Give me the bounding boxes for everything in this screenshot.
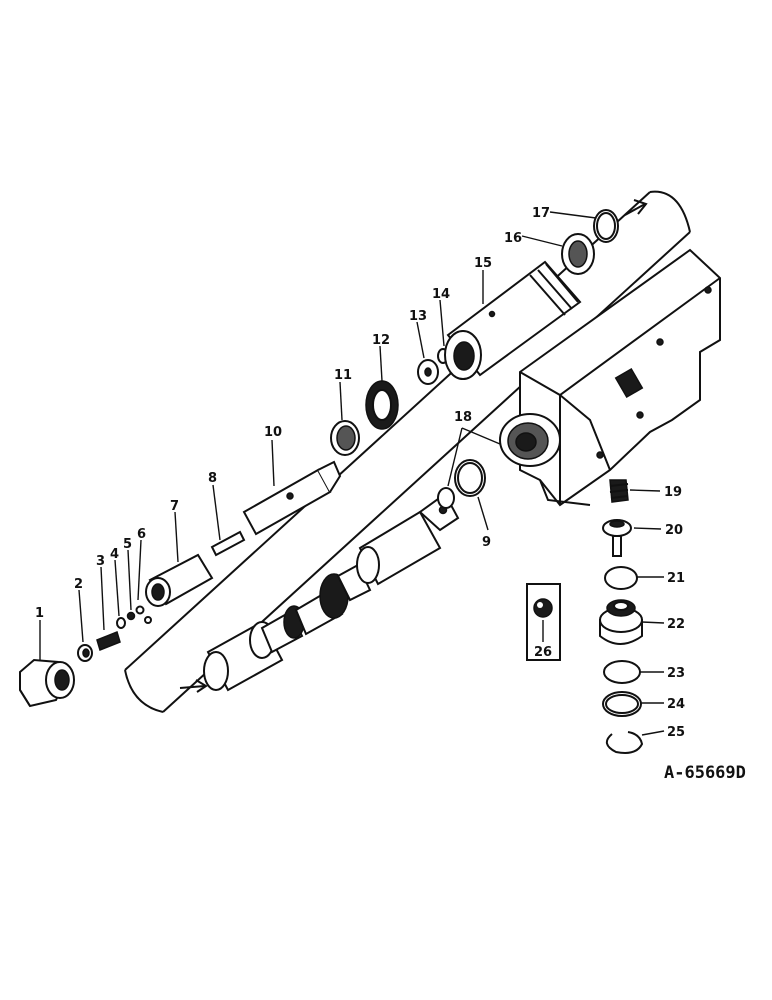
part-3-spring bbox=[96, 630, 121, 652]
label-part-6: 6 bbox=[137, 527, 146, 542]
part-17-ring bbox=[593, 209, 619, 243]
part-12-spring bbox=[365, 380, 399, 430]
part-8-pin bbox=[210, 530, 246, 557]
label-part-24: 24 bbox=[667, 697, 685, 712]
valve-housing bbox=[499, 248, 721, 507]
part-18-spool bbox=[203, 487, 460, 692]
label-part-7: 7 bbox=[170, 499, 179, 514]
part-25-snap-ring bbox=[605, 731, 644, 754]
leader-lines bbox=[39, 211, 665, 736]
part-number-labels: 1 2 3 4 5 6 7 8 9 10 11 12 13 14 15 16 1… bbox=[35, 206, 685, 740]
label-part-19: 19 bbox=[664, 485, 682, 500]
part-22-seat bbox=[599, 599, 643, 645]
part-5-ball bbox=[126, 611, 136, 621]
label-part-11: 11 bbox=[334, 368, 352, 383]
label-part-15: 15 bbox=[474, 256, 492, 271]
part-19-spring bbox=[609, 479, 629, 503]
label-part-1: 1 bbox=[35, 606, 44, 621]
part-9-o-ring bbox=[454, 459, 486, 497]
part-11-ring bbox=[330, 420, 360, 456]
label-part-5: 5 bbox=[123, 537, 132, 552]
part-16-sleeve bbox=[561, 233, 595, 275]
part-24-ring bbox=[602, 691, 642, 717]
part-6-ball bbox=[135, 605, 152, 624]
label-part-3: 3 bbox=[96, 554, 105, 569]
label-part-14: 14 bbox=[432, 287, 450, 302]
part-21-o-ring bbox=[604, 566, 638, 590]
label-part-26: 26 bbox=[534, 645, 552, 660]
label-part-22: 22 bbox=[667, 617, 685, 632]
label-part-18: 18 bbox=[454, 410, 472, 425]
part-20-poppet bbox=[602, 519, 632, 557]
part-7-sleeve bbox=[145, 553, 214, 607]
part-13-washer bbox=[417, 359, 439, 385]
part-2-washer bbox=[77, 644, 93, 662]
label-part-8: 8 bbox=[208, 471, 217, 486]
part-1-plug bbox=[19, 658, 75, 708]
label-part-21: 21 bbox=[667, 571, 685, 586]
part-4-ring bbox=[116, 617, 126, 629]
label-part-16: 16 bbox=[504, 231, 522, 246]
part-10-stem bbox=[242, 460, 342, 536]
label-part-25: 25 bbox=[667, 725, 685, 740]
label-part-10: 10 bbox=[264, 425, 282, 440]
part-26-inset bbox=[526, 583, 561, 661]
label-part-20: 20 bbox=[665, 523, 683, 538]
label-part-12: 12 bbox=[372, 333, 390, 348]
label-part-2: 2 bbox=[74, 577, 83, 592]
drawing-code: A-65669D bbox=[664, 763, 746, 783]
label-part-23: 23 bbox=[667, 666, 685, 681]
label-part-4: 4 bbox=[110, 547, 119, 562]
label-part-17: 17 bbox=[532, 206, 550, 221]
part-15-cylinder bbox=[444, 260, 582, 380]
label-part-9: 9 bbox=[482, 535, 491, 550]
part-23-o-ring bbox=[603, 660, 641, 684]
label-part-13: 13 bbox=[409, 309, 427, 324]
